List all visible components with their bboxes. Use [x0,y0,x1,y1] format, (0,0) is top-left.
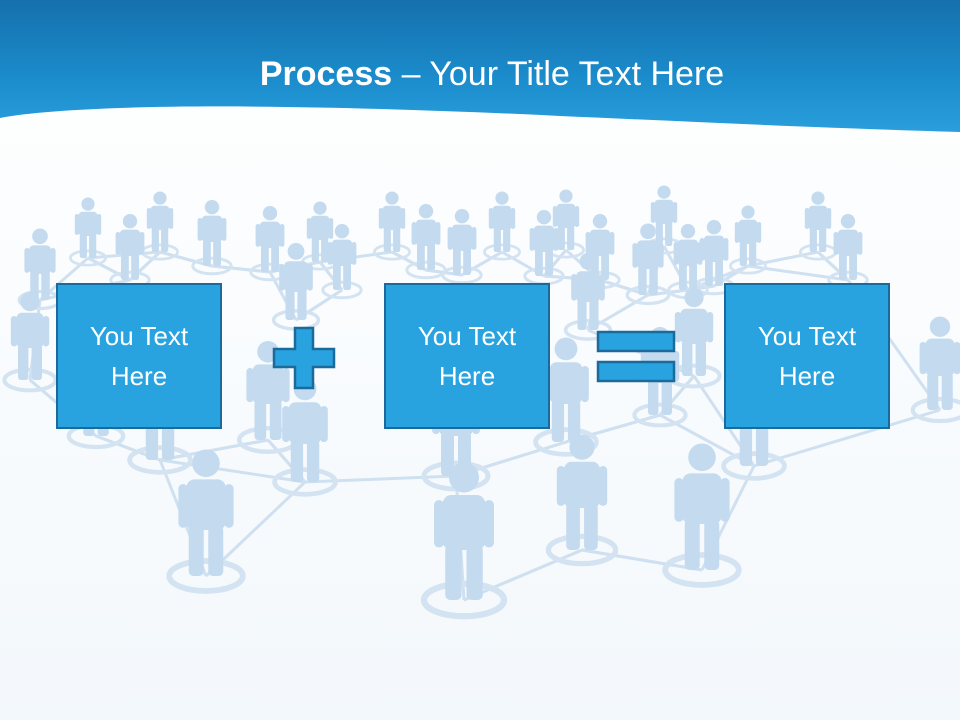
person-figure [2,292,58,393]
person-figure [483,191,521,261]
person-figure [420,462,508,620]
person-figure [249,206,291,282]
people-figures [2,185,960,620]
process-box-2[interactable]: You Text Here [384,283,550,429]
slide-title: Process – Your Title Text Here [0,54,960,94]
person-figure [166,449,246,594]
process-box-1[interactable]: You Text Here [56,283,222,429]
person-figure [405,204,447,280]
title-bold: Process [259,55,393,93]
person-figure [662,443,742,588]
network-line [581,548,703,572]
network-line [159,458,306,484]
process-box-3[interactable]: You Text Here [724,283,890,429]
process-box-1-text: You Text Here [89,321,189,391]
person-figure [441,209,483,285]
person-figure [729,205,767,275]
person-figure [910,316,960,424]
person-figure [272,377,338,497]
process-box-2-text: You Text Here [417,321,517,391]
person-figure [547,189,585,259]
person-figure [321,224,363,300]
person-figure [69,197,107,267]
person-figure [141,191,179,261]
network-line [747,250,819,268]
person-figure [523,210,565,286]
network-line [159,438,269,462]
person-figure [645,185,683,255]
person-figure [563,253,613,341]
network-line [304,474,457,484]
person-figure [693,220,735,296]
network-line [211,264,271,274]
equals-icon [596,330,676,383]
process-box-3-text: You Text Here [757,321,857,391]
person-figure [191,200,233,276]
person-figure [666,288,722,389]
person-figure [799,191,837,261]
header-wave [0,0,960,132]
plus-icon [272,326,336,390]
title-rest: – Your Title Text Here [392,55,725,93]
person-figure [625,223,671,306]
person-figure [109,214,151,290]
person-figure [545,434,619,567]
person-figure [533,337,599,457]
network-line [753,408,941,468]
network-line [463,548,583,602]
person-figure [271,243,321,331]
person-figure [373,191,411,261]
